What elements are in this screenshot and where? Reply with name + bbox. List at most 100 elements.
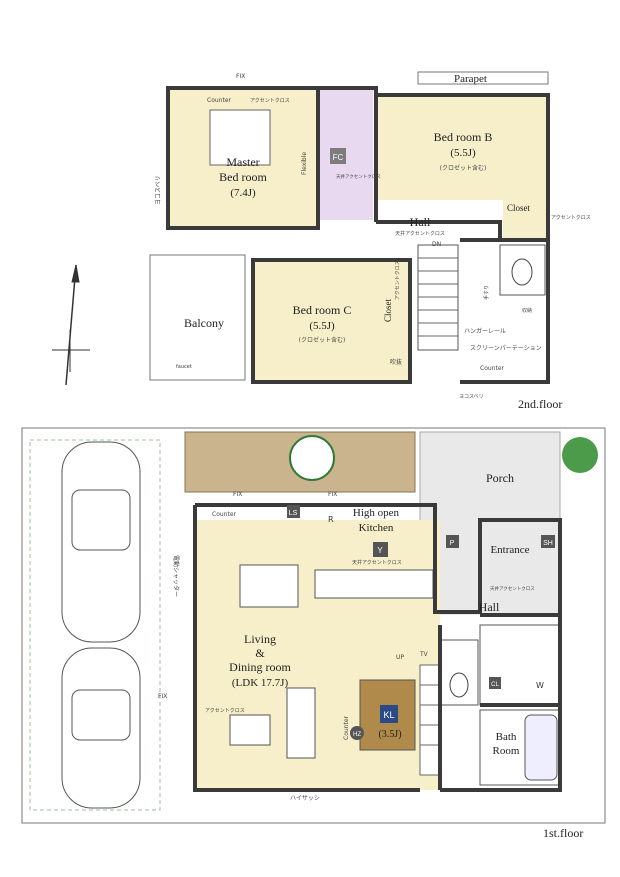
fix-side-label: FIX	[158, 693, 167, 700]
porch-label: Porch	[486, 471, 514, 485]
bath-label-1: Bath	[496, 731, 517, 743]
toilet-2f	[499, 244, 546, 296]
kl-label: KL	[383, 710, 394, 720]
fix-2-label: FIX	[328, 491, 337, 498]
walls-2f	[166, 86, 550, 384]
entrance-label: Entrance	[490, 544, 529, 556]
shoe-accent-label: 天井アクセントクロス	[490, 585, 535, 592]
stairs-2f	[417, 244, 459, 351]
p-label: P	[450, 540, 455, 547]
closet-c-label: Closet	[383, 298, 393, 322]
y-label: Y	[377, 546, 383, 555]
bedroom-c-label-1: Bed room C	[293, 303, 352, 317]
hall-2f-label: Hall	[410, 215, 431, 229]
dn-label: DN	[432, 241, 441, 248]
accent-cross-1-label: アクセントクロス	[250, 98, 290, 104]
parking-area	[29, 439, 161, 811]
ldk-label-1: Living	[244, 632, 276, 646]
highsash-label: ハイサッシ	[290, 795, 320, 802]
yoko-suberi-left-label: ヨコスベリ	[155, 175, 162, 205]
sh-label: SH	[543, 540, 553, 547]
stairs-1f	[419, 664, 441, 776]
bedroom-c-floor	[255, 262, 408, 380]
low-table	[229, 714, 271, 746]
faucet-label: faucet	[176, 364, 192, 370]
p-badge	[446, 535, 459, 548]
tv-label: TV	[419, 651, 429, 658]
parapet-label: Parapet	[454, 73, 487, 85]
balcony-floor	[149, 254, 246, 381]
hall-2f-note: 天井アクセントクロス	[395, 230, 445, 237]
r-label: R	[328, 515, 334, 524]
compass-icon	[52, 264, 90, 386]
cl-label: CL	[491, 682, 499, 688]
fc-label: FC	[333, 153, 344, 162]
second-floor-label: 2nd.floor	[518, 397, 562, 411]
kl-size-label: (3.5J)	[378, 729, 401, 740]
kitchen-label-1: High open	[353, 507, 400, 519]
kitchen-counter	[314, 569, 434, 599]
master-bed	[209, 109, 271, 166]
hall-1f-label: Hall	[479, 600, 500, 614]
ldk-label-4: (LDK 17.7J)	[232, 677, 289, 689]
bedroom-c-label-2: (5.5J)	[309, 320, 335, 332]
yoko-suberi-bottom-label: ヨコスベリ	[459, 394, 484, 400]
screen-partition-label: スクリーンパーテーション	[470, 345, 542, 352]
balcony-label: Balcony	[184, 316, 224, 330]
ldk-label-2: &	[255, 646, 265, 660]
kitchen-label-2: Kitchen	[359, 522, 394, 534]
site-boundary	[21, 427, 606, 824]
bedroom-b-label-1: Bed room B	[434, 130, 493, 144]
master-bedroom-label-2: Bed room	[219, 170, 267, 184]
accent-cross-c-label: アクセントクロス	[395, 260, 401, 300]
w-label: W	[536, 681, 544, 690]
car-1	[61, 441, 141, 643]
ls-badge	[287, 505, 300, 518]
car-2	[61, 647, 141, 809]
ceiling-accent-label: 天井アクセントクロス	[352, 559, 402, 566]
first-floor: 電動シャッター Porch	[21, 427, 606, 840]
bedroom-c-label-3: (クロゼット含む)	[299, 336, 346, 344]
fix-1-label: FIX	[233, 491, 242, 498]
counter-top-1f-label: Counter	[212, 511, 237, 518]
up-label: UP	[396, 654, 404, 661]
walls-1f	[193, 503, 562, 792]
flexible-label: Flexible	[301, 152, 308, 175]
sh-badge	[541, 535, 555, 548]
toilet-1f-bowl	[449, 672, 469, 698]
bedroom-b-label-2: (5.5J)	[450, 147, 476, 159]
cl-badge	[489, 677, 501, 689]
kl-floor	[359, 679, 416, 751]
washroom-floor	[479, 624, 561, 706]
first-floor-label: 1st.floor	[543, 826, 583, 840]
entrance-floor	[440, 520, 560, 615]
second-floor: Parapet FIX Counter アクセントクロス Master Bed …	[149, 71, 591, 411]
hz-badge	[350, 726, 364, 740]
closet-b-label: Closet	[507, 203, 531, 213]
bedroom-b-label-3: (クロゼット含む)	[440, 164, 487, 172]
counter-ldk-label: Counter	[343, 715, 350, 740]
y-badge	[373, 542, 388, 557]
bush-icon	[562, 437, 598, 473]
kl-badge	[380, 705, 398, 723]
fix-top-label: FIX	[236, 73, 245, 80]
accent-cross-l-label: アクセントクロス	[205, 708, 245, 714]
porch-tile	[419, 431, 561, 523]
ldk-label-3: Dining room	[229, 660, 291, 674]
shutter-label: 電動シャッター	[172, 555, 180, 597]
bath-label-2: Room	[493, 745, 520, 757]
tesuri-label: 手すり	[483, 285, 490, 300]
sofa	[286, 687, 316, 759]
bedroom-b-floor	[377, 95, 547, 200]
ls-label: LS	[289, 510, 298, 517]
bathtub	[524, 714, 558, 781]
hanger-rail-label: ハンガーレール	[464, 327, 506, 335]
master-bedroom-label-3: (7.4J)	[230, 187, 256, 199]
closet-b-floor	[503, 200, 547, 238]
hz-label: HZ	[353, 732, 361, 738]
fc-badge	[330, 148, 346, 164]
fc-note: 天井アクセントクロス	[336, 173, 381, 180]
accent-cross-b-label: アクセントクロス	[551, 215, 591, 221]
master-bedroom-label-1: Master	[226, 155, 259, 169]
